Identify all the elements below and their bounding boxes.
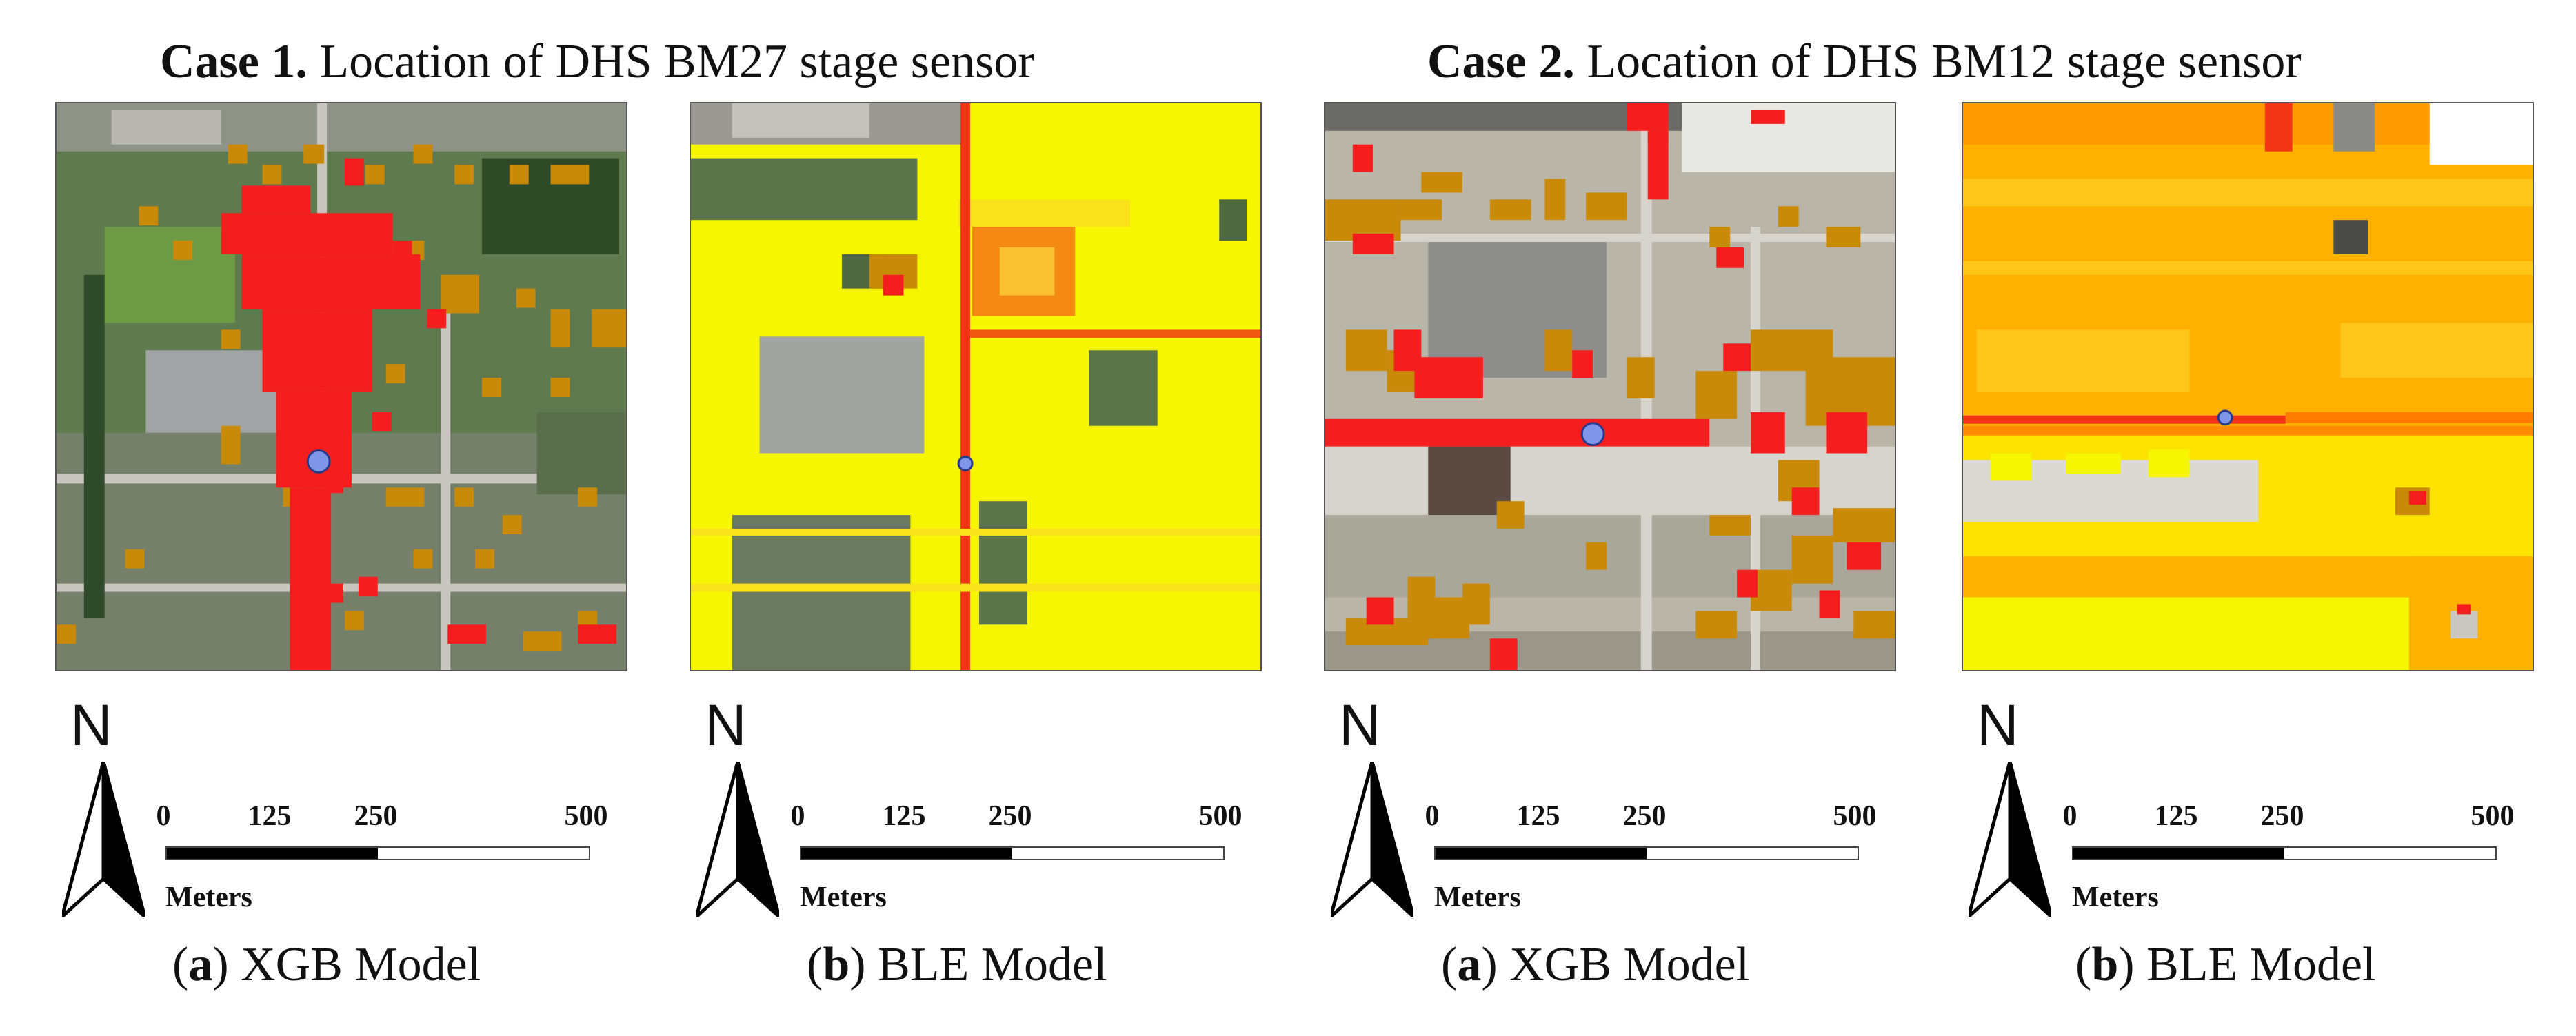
scale-tick: 500 [564, 800, 608, 832]
scale-tick: 250 [988, 800, 1032, 832]
sensor-marker [957, 456, 974, 471]
caption-text: XGB Model [1509, 938, 1750, 991]
scale-unit: Meters [1434, 882, 1521, 913]
north-label: N [70, 693, 112, 758]
scale-tick: 125 [882, 800, 926, 832]
map-case1-ble [690, 102, 1262, 671]
scale-bar [1434, 846, 1859, 860]
case-2-label: Case 2. [1427, 35, 1575, 88]
case-1-title-text: Location of DHS BM27 stage sensor [319, 35, 1034, 88]
north-arrow-icon [1331, 762, 1413, 917]
scale-tick: 0 [156, 800, 171, 832]
caption-2: (b) BLE Model [807, 938, 1107, 991]
north-arrow-icon [696, 762, 779, 917]
caption-text: XGB Model [241, 938, 481, 991]
map-case2-xgb-svg [1325, 103, 1895, 670]
map-case1-xgb-svg [57, 103, 626, 670]
legend-block-1: N 0 125 250 500 Meters [55, 696, 627, 924]
scale-tick: 500 [2471, 800, 2515, 832]
scale-bar [165, 846, 590, 860]
scale-tick: 250 [2260, 800, 2304, 832]
map-case2-xgb [1324, 102, 1896, 671]
caption-text: BLE Model [878, 938, 1107, 991]
map-case1-xgb [55, 102, 627, 671]
north-arrow-icon [1969, 762, 2051, 917]
caption-text: BLE Model [2146, 938, 2376, 991]
north-arrow-icon [62, 762, 145, 917]
scale-unit: Meters [2072, 882, 2159, 913]
caption-1: (a) XGB Model [172, 938, 481, 991]
scale-bar [800, 846, 1225, 860]
scale-ticks: 0 125 250 500 [155, 800, 608, 834]
scale-tick: 500 [1833, 800, 1877, 832]
map-case1-ble-svg [691, 103, 1260, 670]
caption-letter: b [2091, 938, 2119, 991]
scale-tick: 500 [1198, 800, 1242, 832]
scale-bar [2072, 846, 2497, 860]
sensor-marker [306, 449, 331, 474]
sensor-marker [2217, 409, 2233, 426]
case-2-title-text: Location of DHS BM12 stage sensor [1587, 35, 2302, 88]
legend-block-4: N 0 125 250 500 Meters [1962, 696, 2534, 924]
scale-tick: 125 [2154, 800, 2198, 832]
scale-unit: Meters [800, 882, 887, 913]
scale-tick: 125 [248, 800, 292, 832]
case-2-title: Case 2. Location of DHS BM12 stage senso… [1427, 34, 2302, 90]
legend-block-2: N 0 125 250 500 Meters [690, 696, 1262, 924]
caption-letter: b [823, 938, 850, 991]
scale-ticks: 0 125 250 500 [2062, 800, 2515, 834]
scale-tick: 250 [354, 800, 398, 832]
case-1-label: Case 1. [160, 35, 308, 88]
map-case2-ble [1962, 102, 2534, 671]
case-1-title: Case 1. Location of DHS BM27 stage senso… [160, 34, 1034, 90]
scale-ticks: 0 125 250 500 [1424, 800, 1877, 834]
legend-block-3: N 0 125 250 500 Meters [1324, 696, 1896, 924]
caption-letter: a [1457, 938, 1482, 991]
caption-4: (b) BLE Model [2075, 938, 2376, 991]
north-label: N [705, 693, 747, 758]
scale-tick: 0 [1425, 800, 1440, 832]
north-label: N [1339, 693, 1381, 758]
scale-tick: 0 [790, 800, 805, 832]
caption-letter: a [188, 938, 213, 991]
scale-tick: 250 [1622, 800, 1667, 832]
north-label: N [1977, 693, 2019, 758]
sensor-marker [1580, 422, 1605, 447]
scale-unit: Meters [165, 882, 252, 913]
scale-ticks: 0 125 250 500 [789, 800, 1242, 834]
map-case2-ble-svg [1963, 103, 2533, 670]
caption-3: (a) XGB Model [1441, 938, 1750, 991]
scale-tick: 0 [2062, 800, 2077, 832]
scale-tick: 125 [1516, 800, 1560, 832]
